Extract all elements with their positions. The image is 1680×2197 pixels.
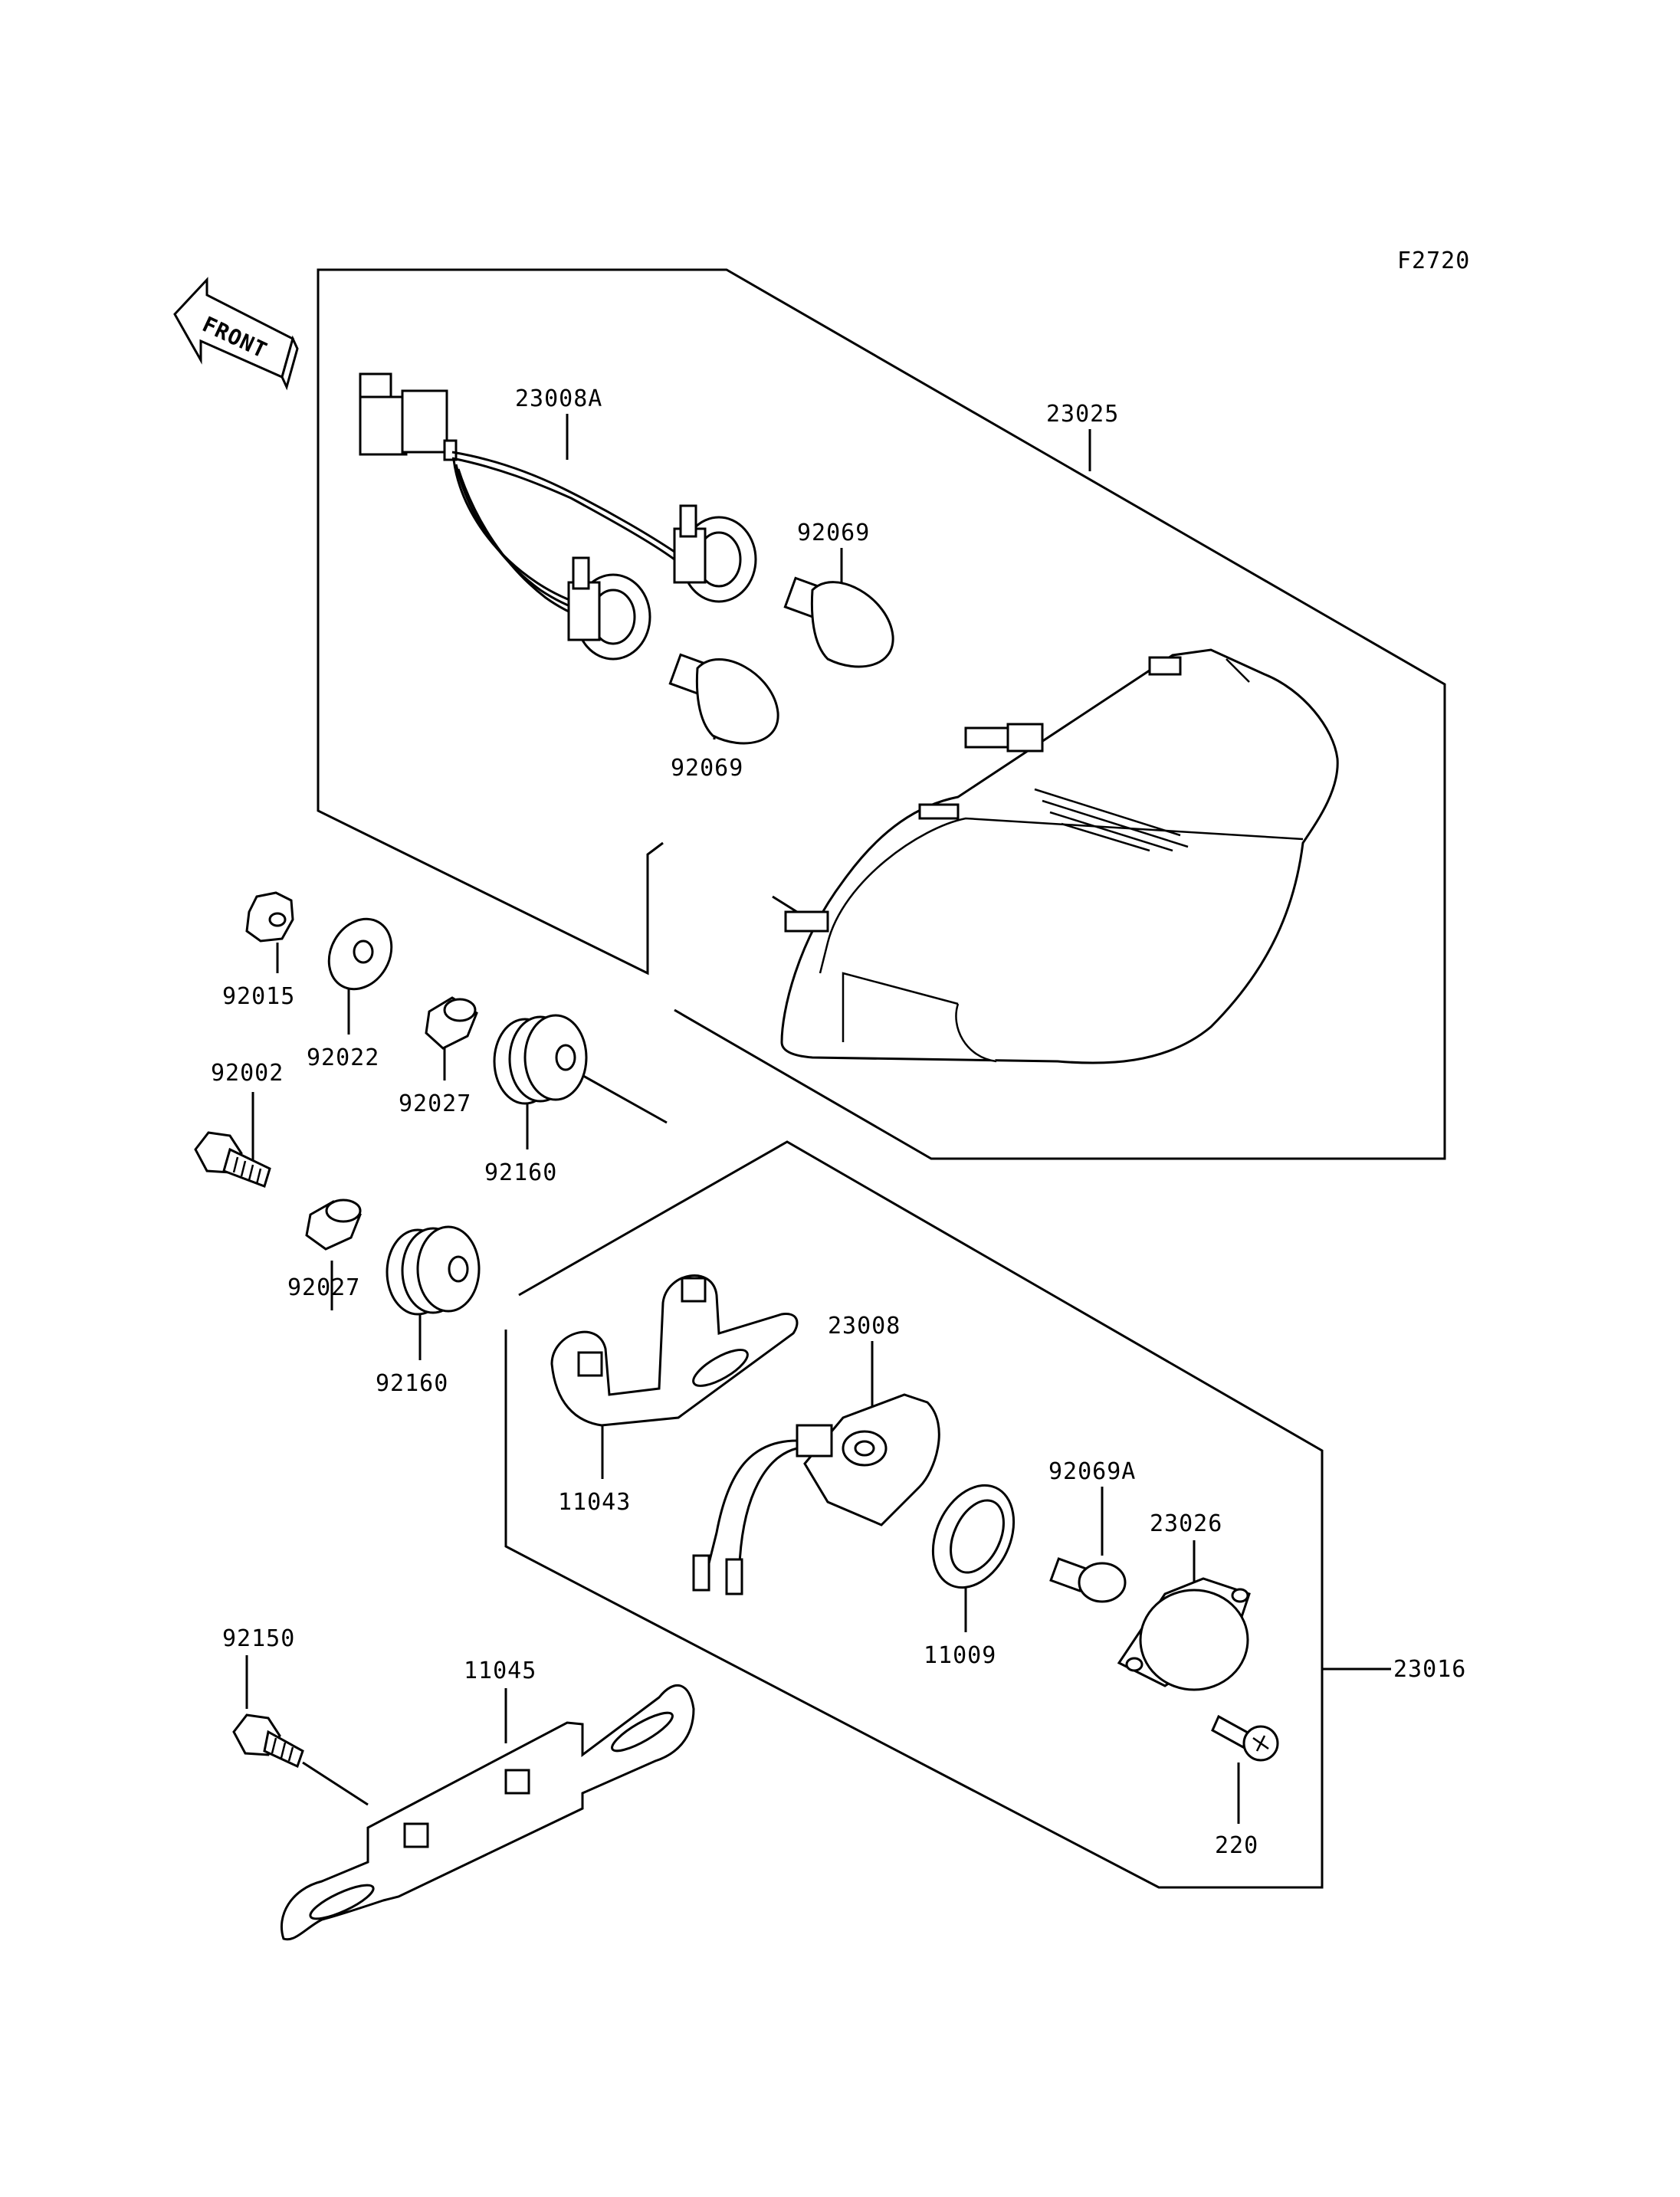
label-92160-upper: 92160	[484, 1159, 557, 1186]
label-11043: 11043	[558, 1489, 631, 1516]
label-92027-upper: 92027	[399, 1090, 471, 1117]
bulb-92069-lower	[668, 653, 779, 745]
bolt-92150	[232, 1713, 304, 1769]
lens-23026	[1117, 1577, 1251, 1691]
grommet-92160-lower	[386, 1225, 481, 1316]
bracket-11043	[550, 1274, 799, 1427]
socket-23008	[692, 1393, 940, 1595]
nut-92015	[245, 891, 294, 943]
plate-11045	[280, 1684, 695, 1941]
label-92160-lower: 92160	[376, 1370, 448, 1397]
collar-92027-lower	[305, 1199, 362, 1251]
label-92069-lower: 92069	[671, 755, 743, 782]
assembly-outline-23025	[317, 268, 1446, 1160]
label-23016: 23016	[1393, 1656, 1466, 1683]
label-23025: 23025	[1046, 401, 1119, 428]
label-92069A: 92069A	[1048, 1458, 1136, 1485]
grommet-92160-upper	[493, 1014, 588, 1105]
label-92015: 92015	[222, 983, 295, 1010]
label-92002: 92002	[211, 1060, 284, 1087]
label-92150: 92150	[222, 1625, 295, 1652]
label-11045: 11045	[464, 1658, 536, 1684]
label-23008: 23008	[828, 1313, 901, 1340]
label-23008A: 23008A	[515, 385, 602, 412]
washer-92022	[327, 917, 393, 991]
front-arrow-icon: FRONT	[173, 277, 299, 391]
label-23026: 23026	[1150, 1510, 1222, 1537]
bulb-92069A	[1049, 1557, 1127, 1603]
wiring-harness-23008A	[359, 372, 757, 661]
bulb-92069-upper	[783, 576, 894, 668]
gasket-11009	[931, 1484, 1016, 1589]
label-11009: 11009	[924, 1642, 996, 1669]
label-92022: 92022	[307, 1044, 379, 1071]
label-92027-lower: 92027	[287, 1274, 360, 1301]
label-92069-upper: 92069	[797, 520, 870, 546]
label-220: 220	[1215, 1832, 1258, 1859]
figure-code: F2720	[1397, 248, 1470, 274]
part-labels: 23008A 23025 92069 92069 92015 92022 920…	[211, 385, 1466, 1859]
assembly-outline-23016	[504, 1140, 1324, 1889]
tail-lamp-23025	[780, 648, 1339, 1064]
bolt-92002	[194, 1131, 271, 1188]
screw-220	[1211, 1714, 1279, 1762]
collar-92027-upper	[425, 996, 478, 1050]
